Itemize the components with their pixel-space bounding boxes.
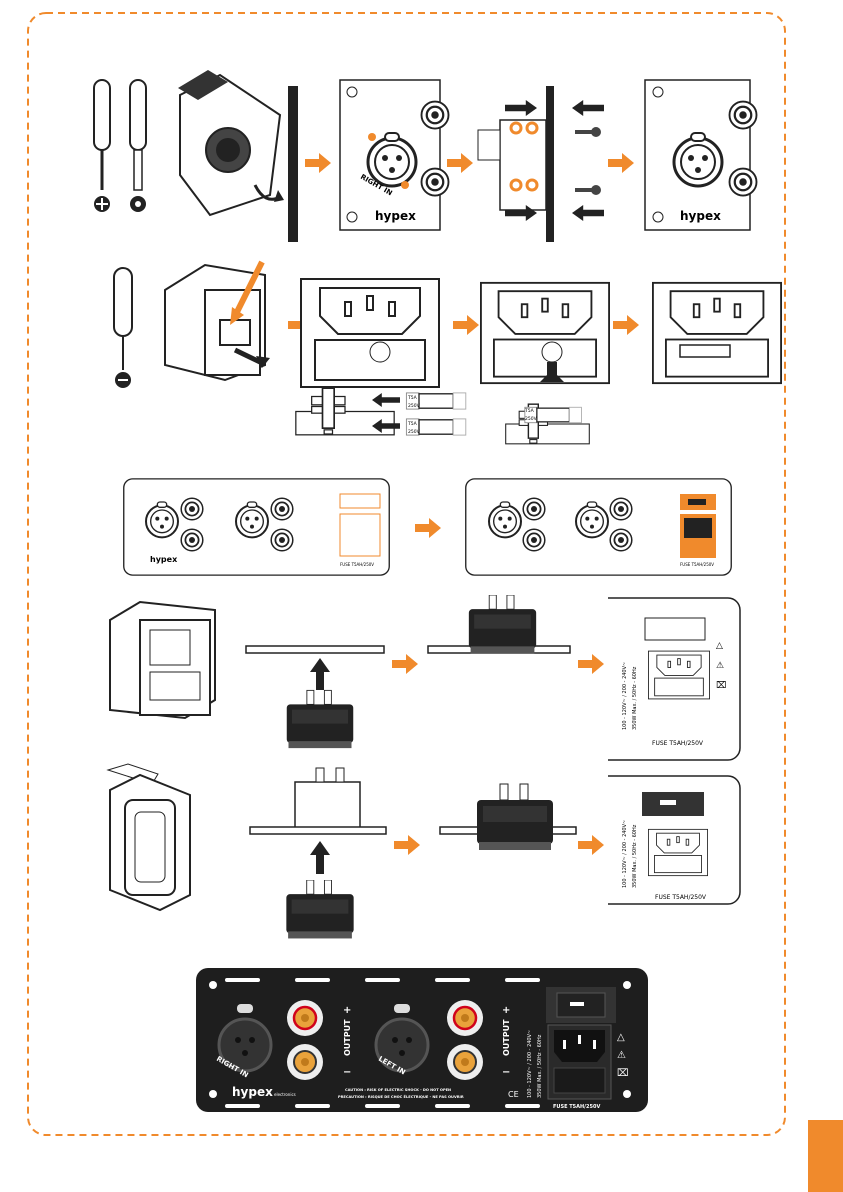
warning-triangle-icon: △ [617,1032,625,1043]
panel-with-xlr: RIGHT IN hypex [339,79,450,231]
panel-switch-iec: 100 - 120V~ / 200 - 240V~ 350W Max. / 50… [608,775,741,905]
minus-label: − [502,1067,510,1078]
fuse-label: 250V [408,403,421,409]
final-rear-panel: RIGHT IN LEFT IN OUTPUT + − OUTPUT + − h… [196,968,648,1112]
power-switch [546,987,616,1023]
phillips-screwdriver [93,79,111,212]
fuse-label: T5A [407,395,418,401]
weee-bin-icon: ⌧ [617,1068,629,1079]
output-label: OUTPUT [502,1019,511,1056]
brand-sub: electronics [274,1092,296,1097]
panel-bar [245,645,385,654]
fuse-label: T5A [524,408,535,414]
xlr-right-in [217,1004,273,1073]
brand-logo: hypex [232,1085,273,1099]
iec-inlet-closed [652,281,782,385]
rocker-switch-mounted [476,783,554,851]
xlr-connector-iso [178,70,284,217]
fuse-module-iso-2 [109,600,216,720]
side-mount-view [477,86,604,242]
page-frame [27,12,786,1136]
fuse-text: FUSE T5AH/250V [652,740,704,747]
iec-inlet-insert [480,281,610,385]
step-1-screwdrivers [93,79,147,212]
panel-edge [288,86,298,242]
page-tab [808,1120,843,1192]
flat-screwdriver [113,267,133,388]
fuse-module-iso [164,260,270,382]
brand-logo: hypex [150,555,178,564]
rca-outputs [287,1000,483,1080]
minus-label: − [343,1067,351,1078]
hex-screwdriver [129,79,147,212]
ce-mark: CE [508,1090,519,1099]
panel-iec-fuse: 100 - 120V~ / 200 - 240V~ 350W Max. / 50… [608,597,741,761]
power-text: 350W Max. / 50Hz - 60Hz [632,666,638,730]
power-text: 350W Max. / 50Hz - 60Hz [537,1034,543,1098]
panel-after: FUSE T5AH/250V [465,478,732,576]
fuse-insert-diagram-1: T5A 250V T5A 250V [295,387,467,436]
fuse-module-bottom [286,689,354,749]
iec-inlet-open [300,278,440,388]
plus-label: + [502,1005,510,1016]
fuse-text: FUSE T5AH/250V [680,562,714,567]
voltage-text: 100 - 120V~ / 200 - 240V~ [622,820,628,888]
fuse-insert-diagram-2: T5A 250V [505,403,590,445]
voltage-text: 100 - 120V~ / 200 - 240V~ [622,662,628,730]
weee-bin-icon: ⌧ [716,681,726,691]
iec-inlet [547,1024,612,1100]
fuse-text: FUSE T5AH/250V [553,1104,600,1110]
shock-warning-icon: ⚠ [617,1050,626,1061]
rocker-switch-iso [106,763,191,912]
brand-logo: hypex [375,209,416,223]
panel-bar [249,826,387,835]
voltage-text: 100 - 120V~ / 200 - 240V~ [527,1030,533,1098]
output-label: OUTPUT [343,1019,352,1056]
warning-triangle-icon: △ [716,641,723,651]
shock-warning-icon: ⚠ [716,661,724,671]
fuse-label: 250V [525,416,538,422]
panel-with-xlr-final: hypex [644,79,758,231]
caution-fr: PRECAUTION : RISQUE DE CHOC ÉLECTRIQUE -… [338,1094,464,1099]
fuse-module-mounted [468,595,537,654]
brand-logo: hypex [680,209,721,223]
fuse-label: 250V [408,429,421,435]
fuse-text: FUSE T5AH/250V [340,562,374,567]
panel-before: hypex FUSE T5AH/250V [123,478,390,576]
fuse-label: T5A [407,421,418,427]
fuse-text: FUSE T5AH/250V [655,894,707,901]
rocker-switch-bottom [285,880,355,939]
plus-label: + [343,1005,351,1016]
caution-en: CAUTION : RISK OF ELECTRIC SHOCK - DO NO… [345,1088,451,1092]
xlr-left-in [374,1004,430,1073]
power-text: 350W Max. / 50Hz - 60Hz [632,824,638,888]
